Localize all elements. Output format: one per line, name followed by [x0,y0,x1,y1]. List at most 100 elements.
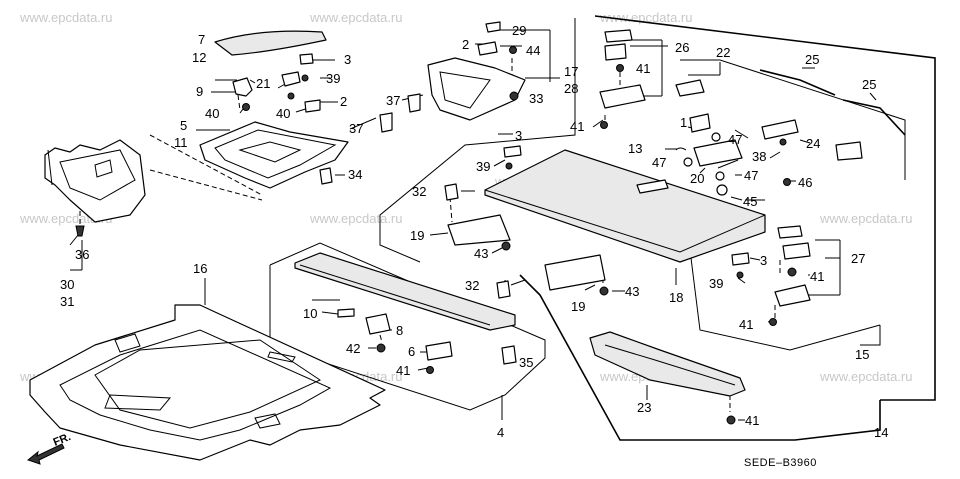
watermark: www.epcdata.ru [819,369,913,384]
clip-27 [782,242,811,260]
callout-33: 33 [529,91,543,106]
callout-29: 29 [512,23,526,38]
callout-32: 32 [412,184,426,199]
watermark: www.epcdata.ru [599,10,693,25]
pad-10 [337,308,355,318]
rod-25-left [759,69,836,96]
hook-8 [365,313,391,335]
side-tray-edge [47,149,53,186]
callout-24: 24 [806,136,820,151]
callout-20: 20 [690,171,704,186]
hinge-19-left [447,214,511,246]
callout-27: 27 [851,251,865,266]
clip-36 [75,225,85,237]
rod-25-right [842,99,906,136]
bracket-24-right [835,141,863,161]
bracket-27-lower [774,284,811,307]
clip-34 [319,167,333,185]
callout-40: 40 [205,106,219,121]
callout-46: 46 [798,175,812,190]
bracket-26-lower [599,84,646,109]
callout-7: 7 [198,32,205,47]
group-outline-14-lower [519,274,881,441]
bolt-35 [501,345,517,365]
callout-39: 39 [326,71,340,86]
upper-right-hardware [599,29,906,196]
callout-3: 3 [344,52,351,67]
callout-19: 19 [410,228,424,243]
tray-5-11-recess [238,141,302,163]
callout-12: 12 [192,50,206,65]
cargo-board-18-edge [484,189,766,253]
rail-23-assembly [589,331,746,425]
lid-group-4 [294,252,517,374]
clip-9-21 [232,77,253,97]
bolt-37b [379,112,393,133]
callout-32: 32 [465,278,479,293]
floor-mat-tab [267,351,296,363]
screw-41-top [616,64,624,72]
bolt-37a [407,93,421,113]
callout-6: 6 [408,344,415,359]
screw-40b [287,92,295,100]
callout-2: 2 [462,37,469,52]
callout-16: 16 [193,261,207,276]
callout-38: 38 [752,149,766,164]
callout-41: 41 [636,61,650,76]
clip-3-right [731,252,750,266]
front-arrow-icon [26,443,65,465]
washer-47a [711,132,721,142]
callout-4: 4 [497,425,504,440]
diagram-code: SEDE–B3960 [744,457,817,469]
fastener-39-cluster [281,71,301,87]
screw-44 [509,46,517,54]
bolt-32b [496,280,511,299]
callout-14: 14 [874,425,888,440]
callout-47: 47 [728,132,742,147]
side-tray-pocket [94,159,113,178]
bracket-17-28-inner [439,71,491,109]
nut-33 [509,91,519,101]
callout-19: 19 [571,299,585,314]
cargo-board-handle [636,179,669,194]
clip-26 [604,43,627,61]
floor-mat-recess [94,339,322,429]
callout-47: 47 [744,168,758,183]
group-outline-15 [689,249,881,351]
rail-23-edge [604,344,736,386]
screw-42 [376,343,386,353]
callout-41: 41 [810,269,824,284]
callout-15: 15 [855,347,869,362]
watermark: www.epcdata.ru [309,10,403,25]
side-tray-inner [59,149,136,201]
group-outline-14 [594,15,936,401]
tag-29 [485,21,501,33]
callouts: 7 12 9 21 40 40 3 39 2 5 11 34 36 30 31 … [60,23,888,440]
lid-panel-edge [299,264,491,326]
callout-5: 5 [180,118,187,133]
screw-38 [779,138,787,146]
floor-mat [29,304,386,461]
side-tray [44,139,146,223]
clip-3-upper [299,53,314,65]
bracket-17-28-assembly [379,21,526,133]
floor-mat-tab [114,333,141,353]
watermark: www.epcdata.ru [19,10,113,25]
screw-40 [242,103,250,111]
callout-2: 2 [340,94,347,109]
callout-10: 10 [303,306,317,321]
callout-17: 17 [564,64,578,79]
screw-41-lower [769,318,777,326]
group-outline-22 [680,59,906,180]
screw-41-right [787,267,797,277]
screw-46 [783,178,791,186]
floor-mat-inner-edge [59,329,332,441]
callout-21: 21 [256,76,270,91]
clip-3-board [503,145,522,158]
spring-13 [675,147,687,151]
callout-47: 47 [652,155,666,170]
hinge-19-right [544,254,606,291]
cover-7-12 [214,30,327,56]
